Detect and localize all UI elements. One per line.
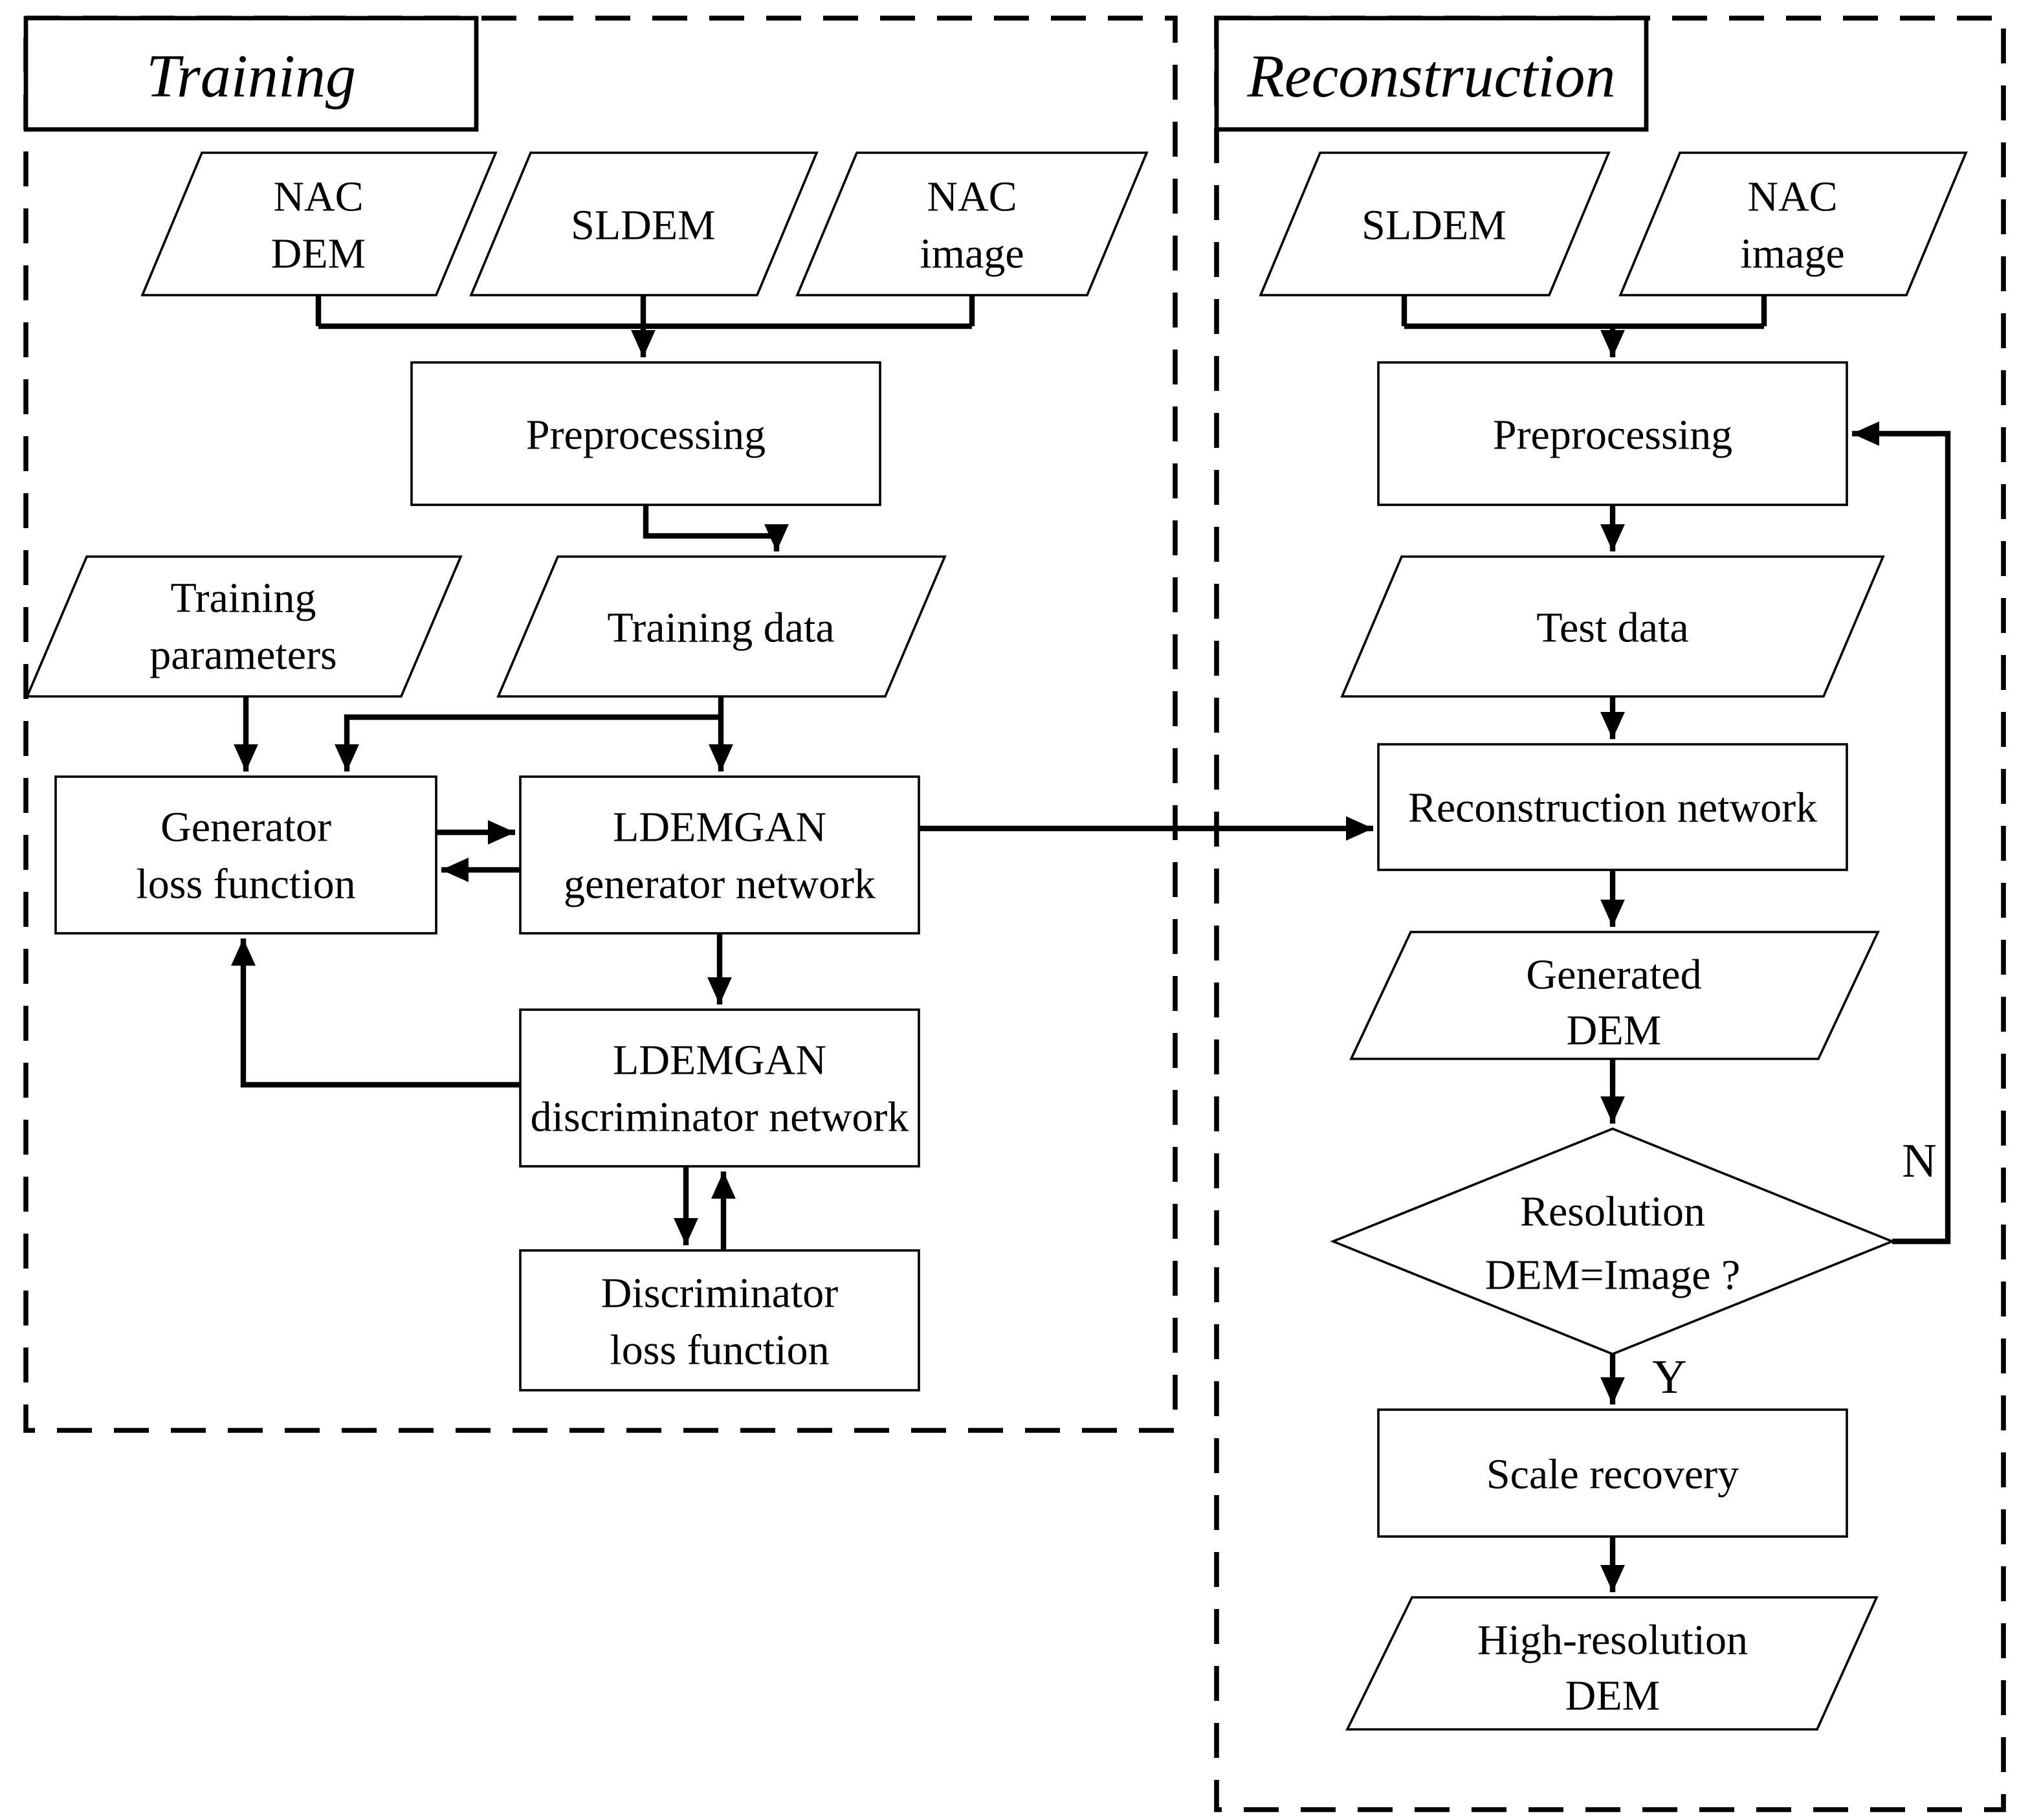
training-preprocessing-label: Preprocessing (526, 412, 766, 459)
high-resolution-dem-node (1345, 1596, 1879, 1731)
edge-decision-no-feedback (1852, 421, 1951, 1245)
recon-sldem-label: SLDEM (1362, 202, 1506, 249)
reconstruction-title-box (1214, 16, 1649, 132)
training-parameters-node (25, 555, 463, 698)
training-nac-dem-node (140, 151, 498, 296)
reconstruction-network-node (1377, 743, 1848, 871)
training-parameters-label-1: Training (171, 575, 316, 622)
scale-recovery-label: Scale recovery (1486, 1451, 1739, 1498)
reconstruction-title: Reconstruction (1246, 43, 1615, 110)
training-nac-image-label-1: NAC (927, 173, 1017, 221)
training-title: Training (146, 43, 356, 110)
discriminator-loss-label-1: Discriminator (601, 1270, 839, 1317)
generator-loss-function-node (54, 775, 437, 935)
recon-nac-image-label-1: NAC (1747, 173, 1837, 221)
training-sldem-node (469, 151, 819, 296)
test-data-node (1340, 555, 1885, 698)
ldemgan-generator-label-1: LDEMGAN (613, 804, 826, 851)
training-title-box (23, 16, 479, 132)
branch-label-yes: Y (1652, 1351, 1686, 1404)
resolution-decision-label-1: Resolution (1520, 1188, 1705, 1236)
training-nac-image-node (795, 151, 1149, 296)
training-parameters-label-2: parameters (149, 632, 337, 679)
reconstruction-network-label: Reconstruction network (1408, 784, 1817, 832)
ldemgan-discriminator-network-node (519, 1008, 920, 1168)
test-data-label: Test data (1536, 605, 1688, 652)
recon-preprocessing-node (1377, 361, 1848, 506)
discriminator-loss-label-2: loss function (610, 1327, 829, 1374)
training-sldem-label: SLDEM (571, 202, 716, 249)
edge-trainingdata-to-generatorloss (335, 714, 721, 771)
training-data-label: Training data (607, 605, 834, 652)
high-resolution-dem-label-1: High-resolution (1477, 1617, 1748, 1664)
generator-loss-label-1: Generator (160, 804, 331, 851)
generated-dem-label-2: DEM (1567, 1007, 1662, 1054)
scale-recovery-node (1377, 1408, 1848, 1538)
branch-label-no: N (1902, 1135, 1936, 1188)
ldemgan-discriminator-label-1: LDEMGAN (613, 1037, 826, 1084)
generated-dem-node (1349, 931, 1880, 1060)
ldemgan-generator-label-2: generator network (564, 861, 876, 908)
recon-nac-image-label-2: image (1740, 230, 1844, 278)
edge-preprocessing-to-trainingdata (643, 505, 789, 551)
training-nac-dem-label-2: DEM (271, 230, 366, 278)
training-nac-dem-label-1: NAC (273, 173, 363, 221)
discriminator-loss-function-node (519, 1249, 920, 1392)
high-resolution-dem-label-2: DEM (1565, 1672, 1660, 1720)
training-preprocessing-node (410, 361, 881, 506)
recon-sldem-node (1259, 151, 1611, 296)
recon-preprocessing-label: Preprocessing (1493, 412, 1732, 459)
training-nac-image-label-2: image (920, 230, 1024, 278)
training-data-node (496, 555, 947, 698)
recon-nac-image-node (1618, 151, 1968, 296)
resolution-decision-node (1330, 1127, 1895, 1355)
edge-discriminator-to-generatorloss (231, 938, 520, 1088)
resolution-decision-label-2: DEM=Image ? (1485, 1252, 1741, 1299)
generated-dem-label-1: Generated (1526, 951, 1701, 999)
training-section-border (23, 16, 1178, 1433)
ldemgan-discriminator-label-2: discriminator network (531, 1094, 909, 1141)
generator-loss-label-2: loss function (136, 861, 355, 908)
ldemgan-generator-network-node (519, 775, 920, 935)
reconstruction-section-border (1214, 16, 2006, 1812)
